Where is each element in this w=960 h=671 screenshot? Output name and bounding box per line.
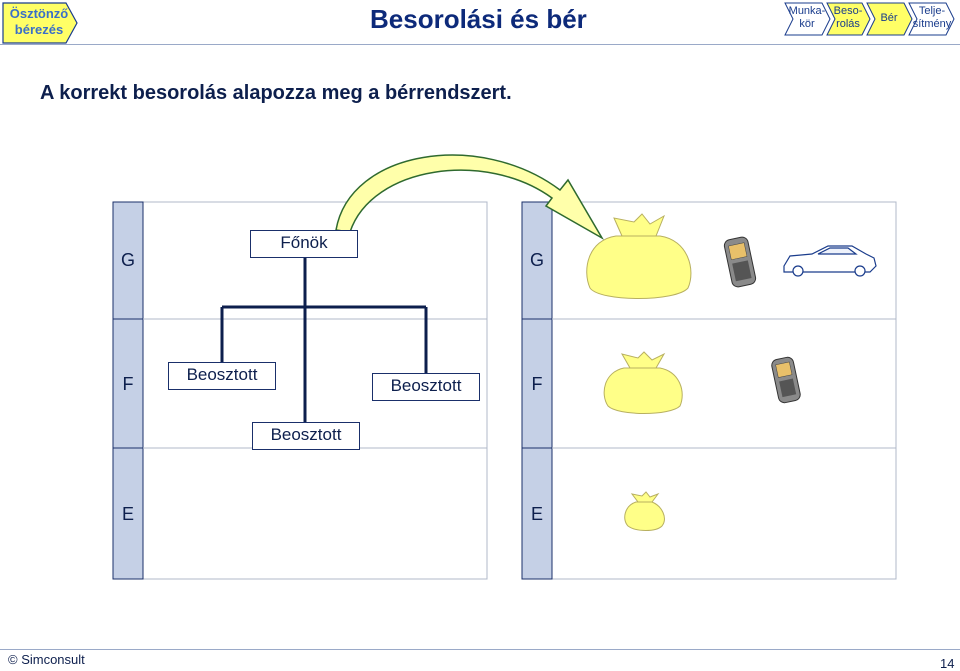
grade-label-right-f: F bbox=[531, 374, 543, 394]
money-bag-icon bbox=[586, 213, 692, 299]
footer-copyright: © Simconsult bbox=[8, 652, 85, 667]
nav-item-teljesitmeny-line1: Telje- bbox=[918, 5, 946, 17]
nav-item-teljesitmeny[interactable]: Telje- sítmény bbox=[910, 5, 954, 31]
subordinate-box-1: Beosztott bbox=[168, 362, 276, 390]
nav-item-munkakor-line1: Munka- bbox=[788, 5, 826, 17]
phone-icon bbox=[771, 356, 801, 404]
page-title: Besorolási és bér bbox=[370, 4, 587, 34]
nav-item-besorolas-line1: Beso- bbox=[833, 5, 863, 17]
grade-label-right-g: G bbox=[529, 250, 544, 270]
money-bag-icon bbox=[624, 491, 665, 531]
money-bag-icon bbox=[603, 351, 683, 414]
org-connectors bbox=[220, 258, 428, 423]
subordinate-box-2: Beosztott bbox=[372, 373, 480, 401]
nav-item-besorolas-line2: rolás bbox=[836, 18, 860, 30]
page-number: 14 bbox=[940, 656, 955, 671]
process-nav: Munka- kör Beso- rolás Bér Telje- sítmén… bbox=[784, 2, 956, 36]
nav-item-besorolas[interactable]: Beso- rolás bbox=[830, 5, 866, 31]
nav-item-ber-label: Bér bbox=[880, 12, 898, 24]
car-icon bbox=[783, 245, 877, 277]
header-divider bbox=[0, 44, 960, 45]
badge-shape bbox=[2, 2, 78, 44]
badge-label: Ösztönző bérezés bbox=[9, 6, 69, 37]
grade-label-right-e: E bbox=[530, 504, 543, 524]
grade-label-left-f: F bbox=[122, 374, 134, 394]
phone-icon bbox=[723, 236, 757, 288]
grade-label-left-e: E bbox=[121, 504, 134, 524]
nav-item-ber[interactable]: Bér bbox=[872, 12, 906, 25]
subordinate-box-3: Beosztott bbox=[252, 422, 360, 450]
boss-box: Főnök bbox=[250, 230, 358, 258]
nav-item-munkakor-line2: kör bbox=[799, 18, 815, 30]
curved-arrow-icon bbox=[335, 154, 605, 241]
footer-divider bbox=[0, 649, 960, 650]
nav-chevrons bbox=[784, 2, 955, 36]
subtitle: A korrekt besorolás alapozza meg a bérre… bbox=[40, 82, 512, 104]
nav-item-teljesitmeny-line2: sítmény bbox=[912, 18, 952, 30]
nav-item-munkakor[interactable]: Munka- kör bbox=[788, 5, 826, 31]
section-badge: Ösztönző bérezés bbox=[2, 2, 78, 44]
grade-label-left-g: G bbox=[120, 250, 135, 270]
